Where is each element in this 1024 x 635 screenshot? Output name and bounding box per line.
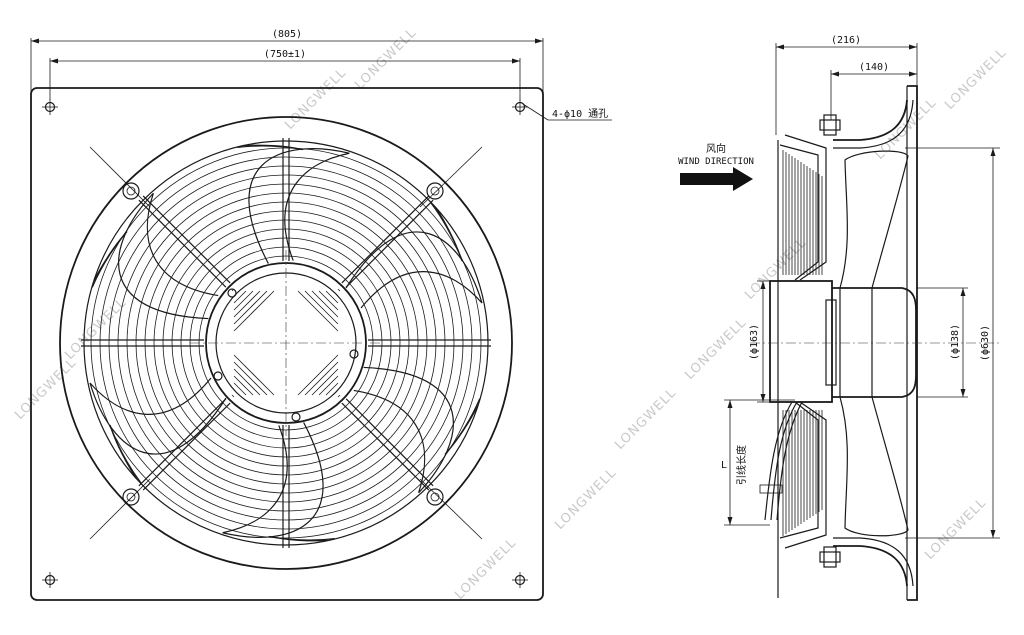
dim-140-label: (140) (859, 62, 889, 73)
fin-block (231, 288, 275, 332)
guard-strut (341, 402, 430, 491)
motor-body (769, 280, 917, 403)
watermark-text: LONGWELL (742, 235, 809, 302)
watermark-text: LONGWELL (552, 465, 619, 532)
fin-block (231, 354, 275, 398)
dimension-depth-total: (216) (775, 35, 918, 135)
wind-direction: 风向 WIND DIRECTION (678, 142, 754, 191)
guard-strut (138, 398, 227, 487)
dimension-overall-width: (805) (30, 29, 544, 95)
motor-hub (190, 250, 382, 436)
watermark-text: LONGWELL (352, 25, 419, 92)
guard-ring (117, 174, 455, 512)
side-guard-bolts (819, 114, 841, 568)
guard-strut (142, 195, 231, 284)
corner-hole-top-right (512, 99, 528, 115)
fin-block (297, 354, 341, 398)
guard-bolt-bottom-left (122, 488, 140, 506)
guard-bolt-top-left (122, 182, 140, 200)
dim-630-label: (ϕ630) (980, 325, 991, 361)
guard-bolt-bottom-right (426, 488, 444, 506)
fan-blade (237, 144, 350, 264)
fan-blades (89, 144, 483, 542)
dim-750-label: (750±1) (264, 49, 306, 60)
guard-ring (180, 237, 392, 449)
venturi-inner-ring (83, 140, 489, 546)
guard-ring (108, 165, 464, 521)
dimension-hub-dia: (ϕ138) (916, 287, 968, 398)
guard-ring (144, 201, 428, 485)
guard-struts (81, 138, 491, 548)
dim-805-label: (805) (272, 29, 302, 40)
blade-profile (839, 150, 909, 537)
dim-163-label: (ϕ163) (749, 324, 760, 360)
fan-blade (353, 366, 481, 494)
dimension-blade-dia: (ϕ630) (905, 147, 1000, 539)
hole-callout: 4-ϕ10 通孔 (522, 103, 612, 121)
watermark-text: LONGWELL (452, 535, 519, 602)
venturi-outer-ring (59, 116, 513, 570)
guard-ring (90, 147, 482, 539)
watermark-text: LONGWELL (942, 45, 1009, 112)
fan-blade (222, 422, 335, 542)
corner-hole-bottom-right (512, 572, 528, 588)
fin-block (297, 288, 341, 332)
lead-wires (759, 401, 803, 521)
side-view: (216) (140) 风向 WIND DIRECTION (678, 35, 1000, 601)
guard-ring (99, 156, 473, 530)
dimension-motor-dia: (ϕ163) (749, 280, 790, 403)
watermark-text: LONGWELL (12, 355, 79, 422)
front-view: (805) (750±1) (30, 29, 612, 601)
corner-holes (42, 99, 528, 588)
guard-strut (345, 398, 434, 487)
watermark-text: LONGWELL (922, 495, 989, 562)
wind-label-en: WIND DIRECTION (678, 157, 754, 167)
dim-138-label: (ϕ138) (950, 324, 961, 360)
dimension-hole-spacing: (750±1) (49, 49, 521, 100)
guard-strut (341, 195, 430, 284)
wind-label-cn: 风向 (706, 142, 726, 155)
watermark-text: LONGWELL (682, 315, 749, 382)
guard-ring (126, 183, 446, 503)
guard-ring (171, 228, 401, 458)
front-centerlines (89, 146, 483, 540)
guard-strut (142, 402, 231, 491)
dim-216-label: (216) (831, 35, 861, 46)
corner-hole-bottom-left (42, 572, 58, 588)
venturi-profile (833, 99, 914, 587)
fan-blade (91, 192, 219, 320)
mounting-plate (30, 87, 544, 601)
watermark-text: LONGWELL (612, 385, 679, 452)
dimension-lead-length: L 引线长度 (721, 399, 795, 526)
guard-ring (153, 210, 419, 476)
guard-strut (345, 199, 434, 288)
corner-hole-top-left (42, 99, 58, 115)
guard-ring (162, 219, 410, 467)
hole-note-label: 4-ϕ10 通孔 (552, 108, 608, 120)
lead-length-label: 引线长度 (735, 445, 748, 485)
guard-ring (135, 192, 437, 494)
guard-bolt-top-right (426, 182, 444, 200)
watermark-text: LONGWELL (62, 295, 129, 362)
dimension-depth-partial: (140) (830, 62, 917, 120)
side-guard-wires (777, 140, 823, 598)
guard-strut (138, 199, 227, 288)
lead-symbol-label: L (721, 460, 727, 471)
wind-direction-arrow (680, 167, 753, 191)
